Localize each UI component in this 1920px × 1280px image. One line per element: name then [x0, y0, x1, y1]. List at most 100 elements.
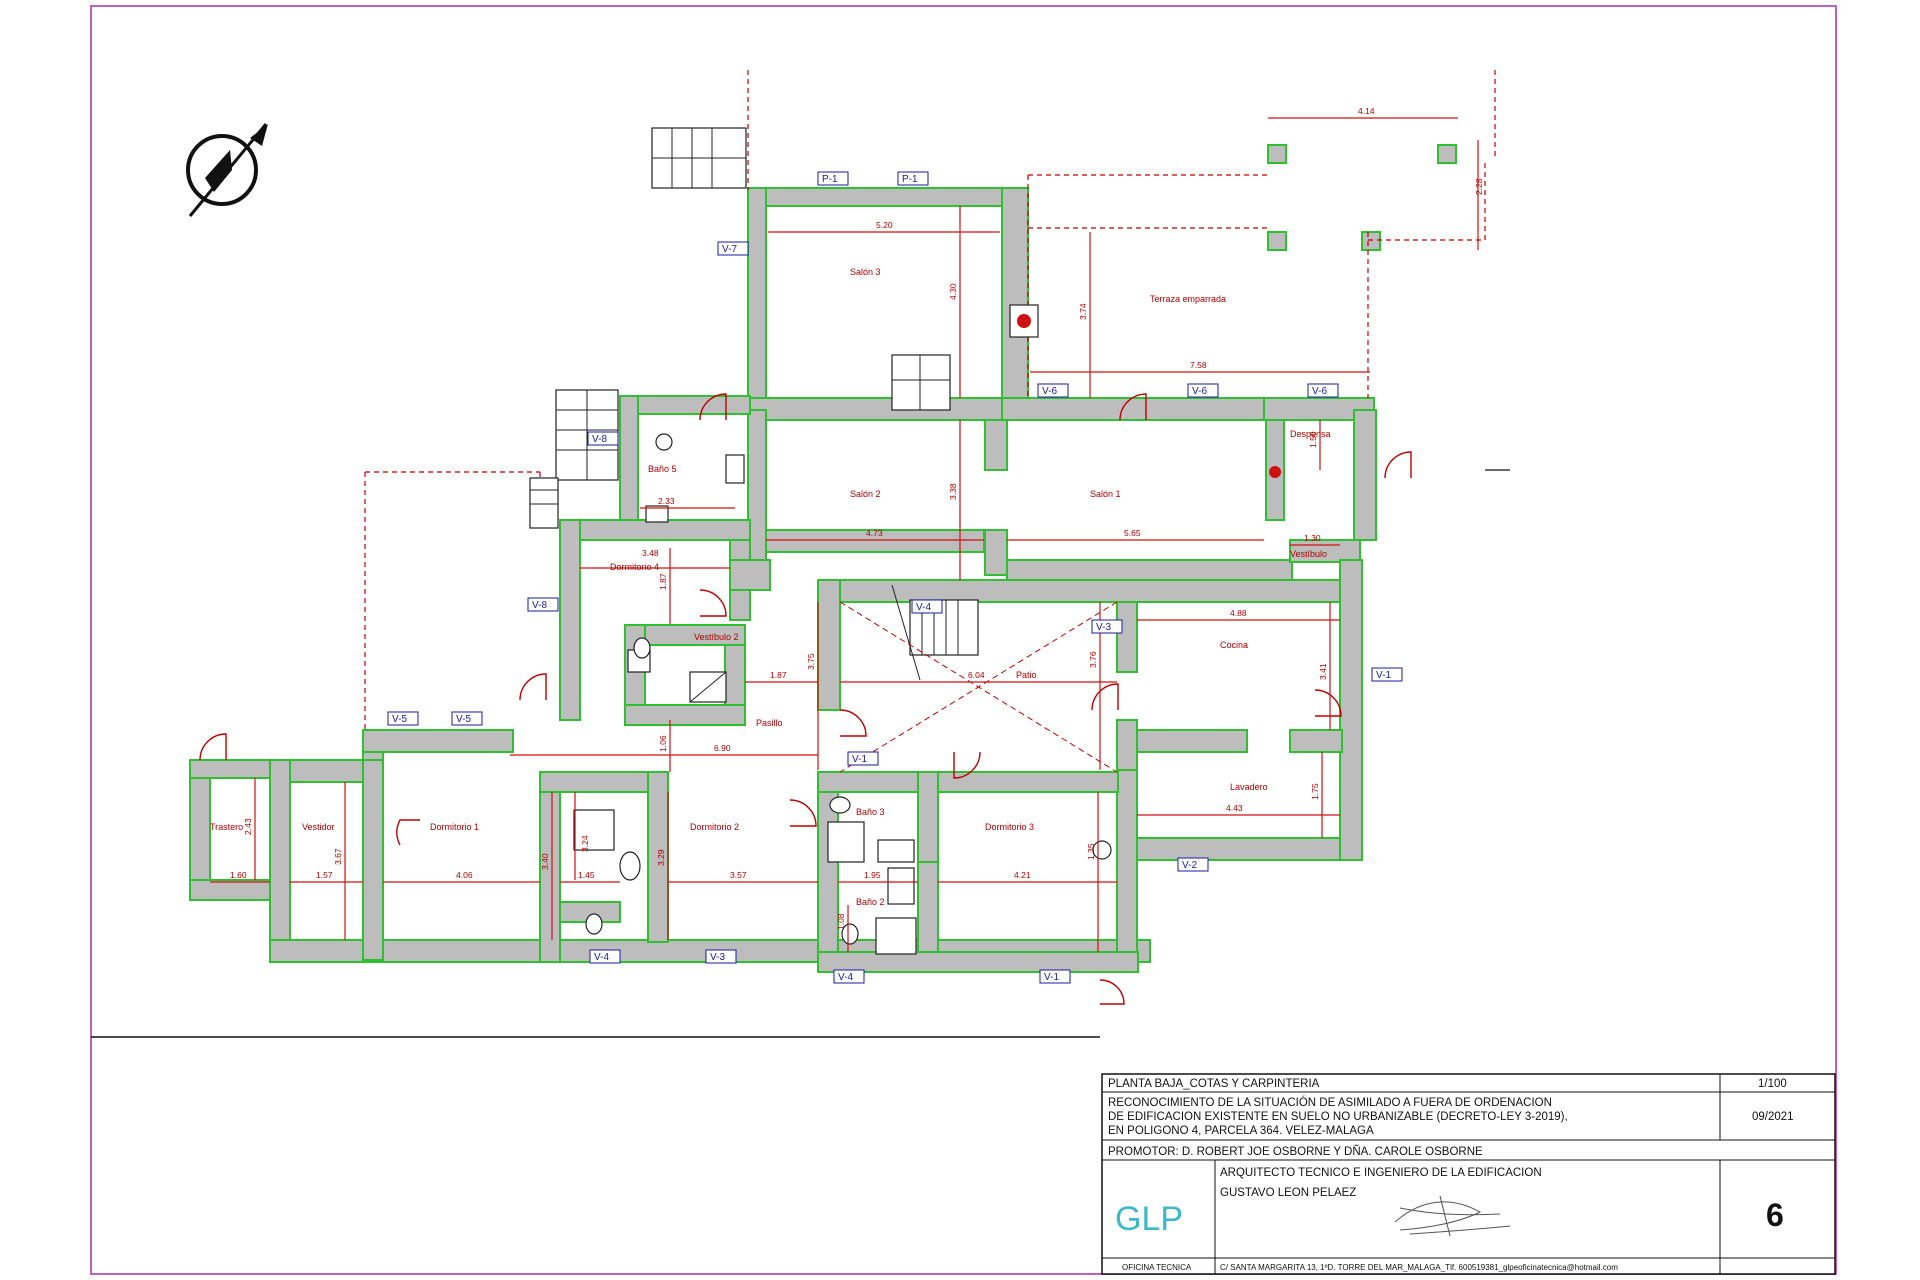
window-tag: V-6 [1187, 383, 1219, 398]
room-label-dormitorio1: Dormitorio 1 [430, 822, 479, 832]
room-label-salon1: Salón 1 [1090, 489, 1121, 499]
dimension-labels: 4.14 2.28 5.20 4.30 3.74 7.58 1.50 2.33 … [230, 106, 1484, 930]
window-tag: P-1 [817, 171, 849, 186]
dim-label: 1.30 [1304, 533, 1321, 543]
stair-west-icon [529, 477, 559, 529]
window-tags: P-1 P-1 V-7 V-6 V-6 V-6 V-8 V-8 V-4 V-3 … [387, 171, 1403, 984]
window-tag: V-5 [387, 711, 419, 726]
dim-label: 3.24 [580, 835, 590, 852]
dim-label: 1.45 [578, 870, 595, 880]
room-label-bano5: Baño 5 [648, 464, 677, 474]
window-tag: V-6 [1037, 383, 1069, 398]
window-tag: V-7 [717, 241, 749, 256]
signature-icon [1394, 1195, 1511, 1237]
dim-label: 2.43 [243, 818, 253, 835]
author-role: ARQUITECTO TECNICO E INGENIERO DE LA EDI… [1220, 1167, 1542, 1179]
dim-label: 4.43 [1226, 803, 1243, 813]
window-tag: V-8 [527, 597, 559, 612]
dim-label: 1.87 [770, 670, 787, 680]
svg-text:V-4: V-4 [594, 952, 609, 963]
window-tag: P-1 [897, 171, 929, 186]
dim-label: 1.87 [658, 573, 668, 590]
svg-text:V-6: V-6 [1312, 386, 1327, 397]
room-label-bano3: Baño 3 [856, 807, 885, 817]
scale: 1/100 [1758, 1078, 1787, 1090]
room-label-pasillo: Pasillo [756, 718, 783, 728]
window-tag: V-6 [1307, 383, 1339, 398]
svg-text:V-6: V-6 [1192, 386, 1207, 397]
room-label-vestibulo2: Vestíbulo 2 [694, 632, 739, 642]
dim-label: 4.21 [1014, 870, 1031, 880]
dim-label: 4.73 [866, 528, 883, 538]
door-swings [199, 393, 1412, 1005]
room-label-dormitorio2: Dormitorio 2 [690, 822, 739, 832]
window-tag: V-3 [1091, 619, 1123, 634]
svg-text:V-5: V-5 [456, 714, 471, 725]
dim-label: 7.58 [1190, 360, 1207, 370]
room-label-cocina: Cocina [1220, 640, 1248, 650]
svg-text:V-4: V-4 [916, 602, 931, 613]
window-tag: V-2 [1177, 857, 1209, 872]
dim-label: 1.50 [1308, 431, 1318, 448]
description-line-1: RECONOCIMIENTO DE LA SITUACIÓN DE ASIMIL… [1108, 1096, 1552, 1109]
author-name: GUSTAVO LEON PELAEZ [1220, 1187, 1356, 1199]
dim-label: 6.90 [714, 743, 731, 753]
svg-text:V-3: V-3 [1096, 622, 1111, 633]
svg-text:V-3: V-3 [710, 952, 725, 963]
svg-text:V-8: V-8 [592, 434, 607, 445]
window-tag: V-4 [911, 599, 943, 614]
dim-label: 3.40 [540, 853, 550, 870]
dim-label: 1.60 [230, 870, 247, 880]
dim-label: 5.20 [876, 220, 893, 230]
window-tag: V-1 [847, 751, 879, 766]
logo-caption: OFICINA TECNICA [1122, 1263, 1192, 1272]
window-tag: V-4 [589, 949, 621, 964]
room-label-lavadero: Lavadero [1230, 782, 1268, 792]
svg-text:V-8: V-8 [532, 600, 547, 611]
stair-salon3-icon [891, 354, 951, 411]
dim-label: 3.67 [333, 848, 343, 865]
svg-text:V-1: V-1 [1376, 670, 1391, 681]
window-tag: V-5 [451, 711, 483, 726]
room-label-dormitorio3: Dormitorio 3 [985, 822, 1034, 832]
dim-label: 5.65 [1124, 528, 1141, 538]
room-label-bano2: Baño 2 [856, 897, 885, 907]
room-label-terraza: Terraza emparrada [1150, 294, 1226, 304]
svg-text:V-2: V-2 [1182, 860, 1197, 871]
room-label-despensa: Despensa [1290, 429, 1331, 439]
description-line-3: EN POLIGONO 4, PARCELA 364. VELEZ-MALAGA [1108, 1125, 1374, 1137]
svg-text:V-6: V-6 [1042, 386, 1057, 397]
room-label-dormitorio4: Dormitorio 4 [610, 562, 659, 572]
room-label-salon3: Salón 3 [850, 267, 881, 277]
svg-text:V-7: V-7 [722, 244, 737, 255]
sheet-title: PLANTA BAJA_COTAS Y CARPINTERIA [1108, 1078, 1320, 1090]
window-tag: V-8 [587, 431, 619, 446]
room-label-trastero: Trastero [210, 822, 243, 832]
sheet-border [90, 5, 1837, 1275]
dim-label: 4.30 [948, 283, 958, 300]
walls [189, 144, 1457, 973]
patio-void [839, 601, 1118, 773]
room-label-vestibulo: Vestíbulo [1290, 549, 1327, 559]
dim-label: 1.08 [836, 913, 846, 930]
dim-label: 1.95 [864, 870, 881, 880]
dim-label: 4.14 [1358, 106, 1375, 116]
room-label-vestidor: Vestidor [302, 822, 335, 832]
dim-label: 3.75 [806, 653, 816, 670]
dim-label: 3.48 [642, 548, 659, 558]
svg-text:P-1: P-1 [902, 174, 918, 185]
window-tag: V-1 [1039, 969, 1071, 984]
bathroom-fixtures [573, 304, 1281, 955]
dim-label: 2.28 [1474, 178, 1484, 195]
svg-text:V-5: V-5 [392, 714, 407, 725]
svg-text:V-1: V-1 [1044, 972, 1059, 983]
date: 09/2021 [1752, 1111, 1794, 1123]
window-tag: V-4 [833, 969, 865, 984]
sheet-number: 6 [1766, 1197, 1784, 1233]
room-label-patio: Patio [1016, 670, 1037, 680]
room-label-salon2: Salón 2 [850, 489, 881, 499]
dim-label: 1.75 [1310, 783, 1320, 800]
dim-label: 6.04 [968, 670, 985, 680]
dim-label: 3.74 [1078, 303, 1088, 320]
